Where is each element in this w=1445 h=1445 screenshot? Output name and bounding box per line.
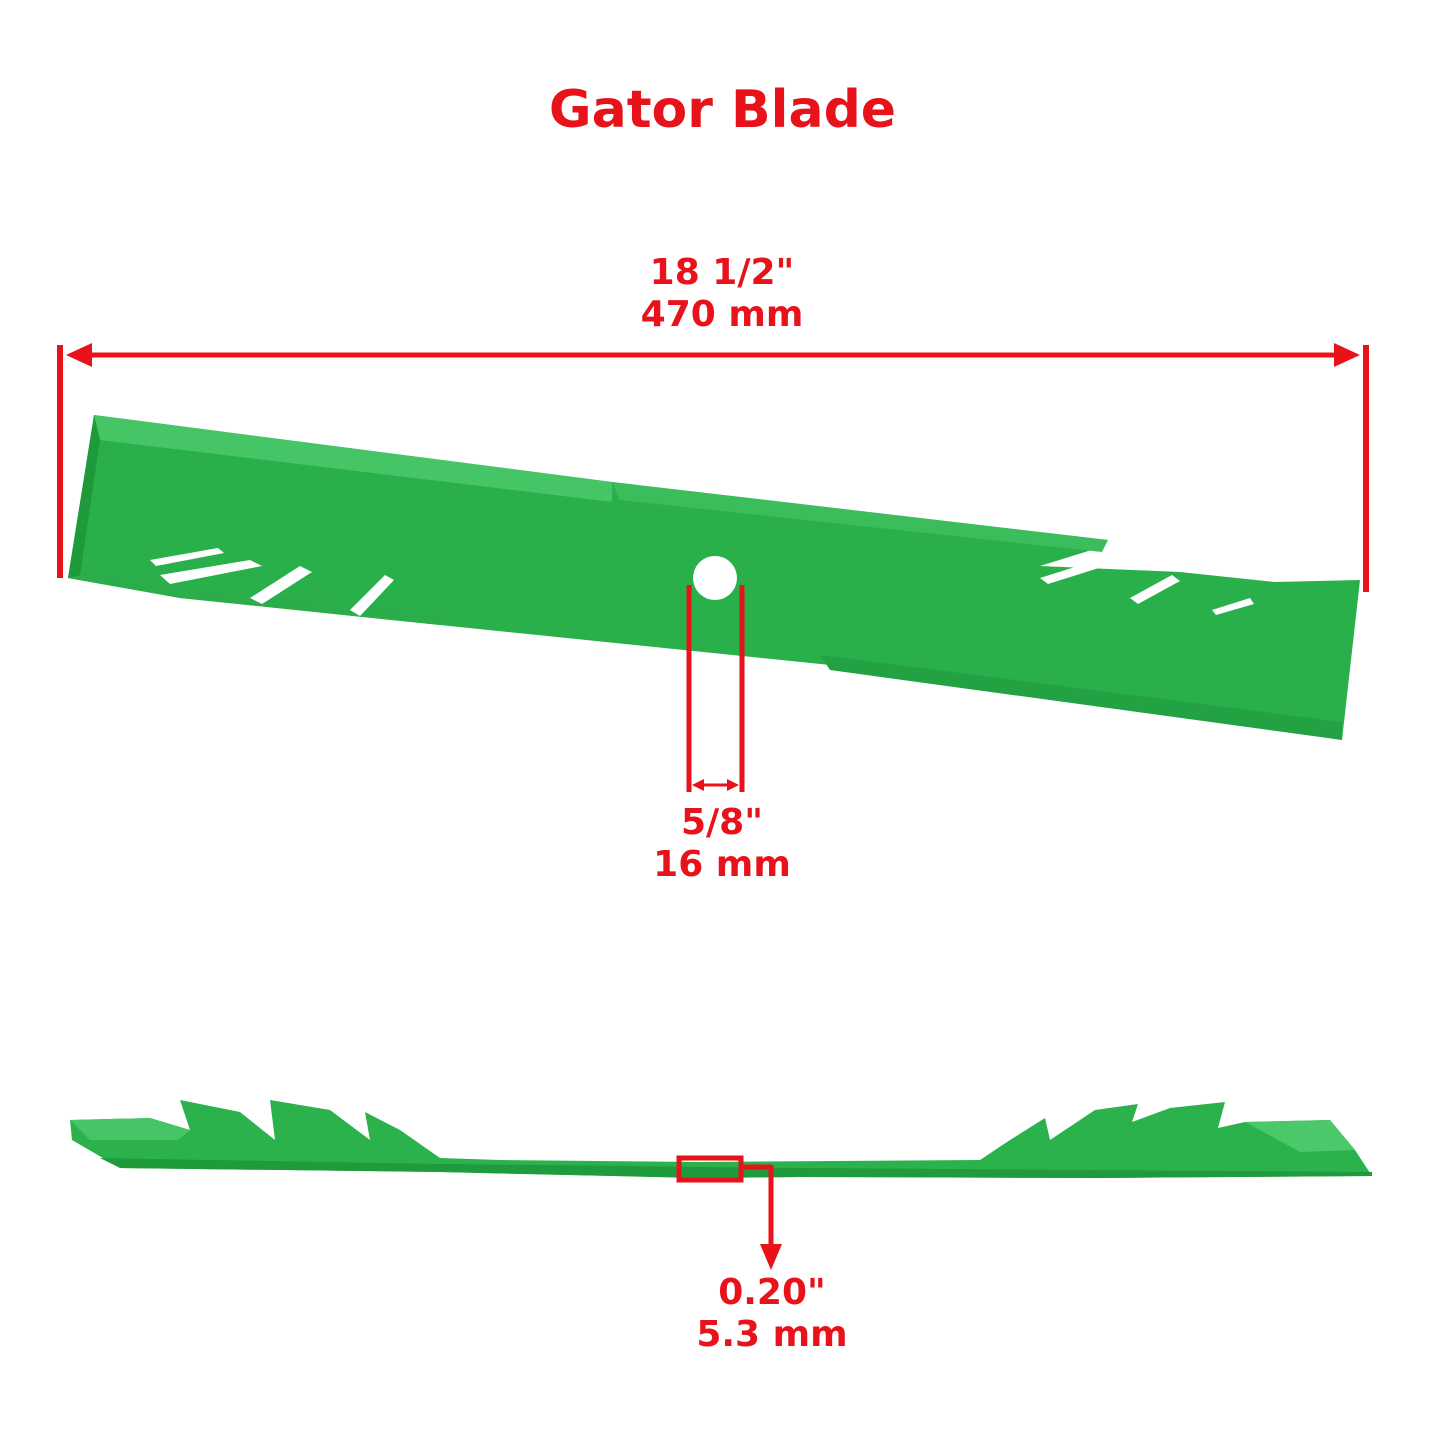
blade-bevel-bottom-left: [68, 565, 440, 625]
blade-bevel-top: [94, 415, 612, 502]
blade-side-highlight-left: [70, 1118, 190, 1140]
length-label: 18 1/2" 470 mm: [522, 252, 922, 337]
blade-slot: [1040, 556, 1118, 584]
blade-top-view: [68, 415, 1360, 740]
blade-side-view: [70, 1100, 1372, 1178]
thickness-metric: 5.3 mm: [696, 1314, 848, 1356]
blade-end-left: [68, 415, 100, 578]
center-hole: [693, 556, 737, 600]
length-imperial: 18 1/2": [649, 252, 795, 293]
thickness-imperial: 0.20": [718, 1272, 826, 1313]
arrowhead-down: [760, 1244, 782, 1270]
arrowhead-left: [692, 779, 704, 791]
blade-slot: [250, 566, 312, 604]
blade-side-shadow: [100, 1158, 1372, 1178]
blade-side-highlight: [1245, 1120, 1355, 1152]
hole-metric: 16 mm: [653, 844, 791, 886]
hole-dimension: [686, 585, 745, 792]
arrowhead-right: [1334, 343, 1360, 367]
hole-label: 5/8" 16 mm: [572, 802, 872, 887]
blade-bevel-top-right: [612, 482, 1108, 552]
length-dimension: [57, 343, 1369, 592]
blade-slot: [1212, 598, 1254, 615]
blade-slot: [160, 560, 262, 584]
page-title: Gator Blade: [548, 80, 897, 140]
blade-side-body: [70, 1100, 1372, 1178]
blade-slot: [1130, 575, 1180, 604]
arrowhead-left: [66, 343, 92, 367]
hole-imperial: 5/8": [680, 802, 763, 843]
blade-slot: [150, 548, 224, 566]
blade-slot: [350, 575, 394, 616]
thickness-label: 0.20" 5.3 mm: [622, 1272, 922, 1357]
blade-bevel-bottom: [820, 655, 1342, 740]
length-metric: 470 mm: [640, 294, 804, 336]
thickness-dimension: [676, 1155, 782, 1270]
arrowhead-right: [727, 779, 739, 791]
